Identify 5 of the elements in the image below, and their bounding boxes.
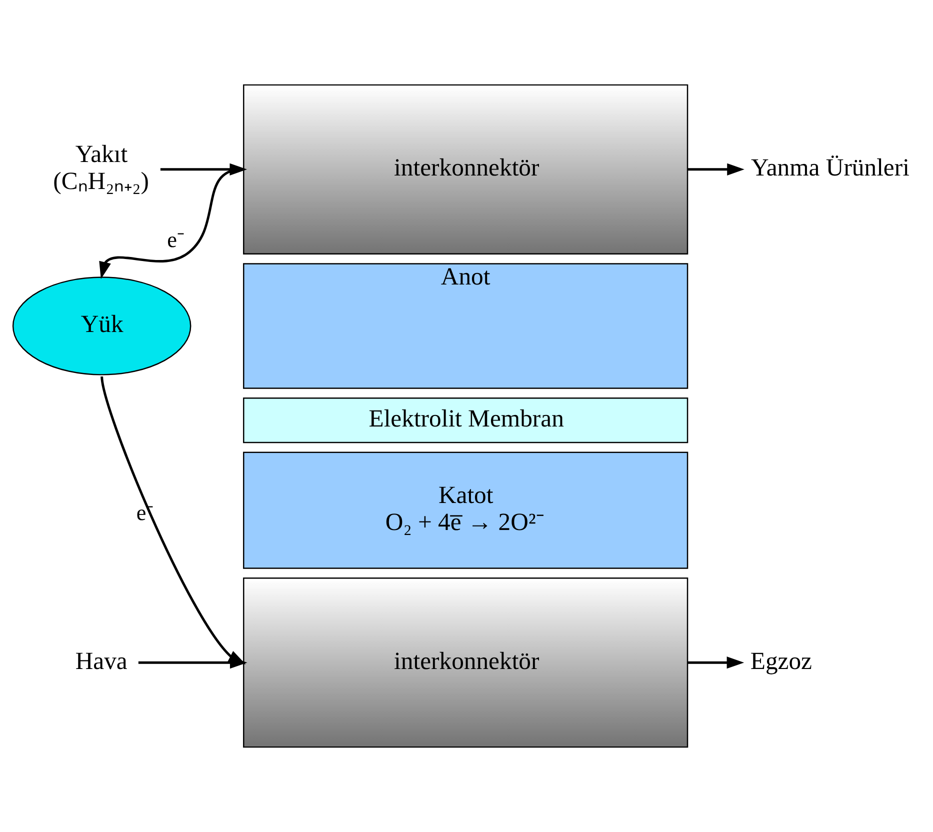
node-text: Yakıt (CₙH₂ₙ₊₂): [53, 140, 150, 196]
edge-label: e⁻: [167, 226, 186, 252]
node-text: Yanma Ürünleri: [751, 154, 910, 182]
node-text: Egzoz: [750, 648, 812, 675]
node-text: Hava: [75, 648, 128, 675]
